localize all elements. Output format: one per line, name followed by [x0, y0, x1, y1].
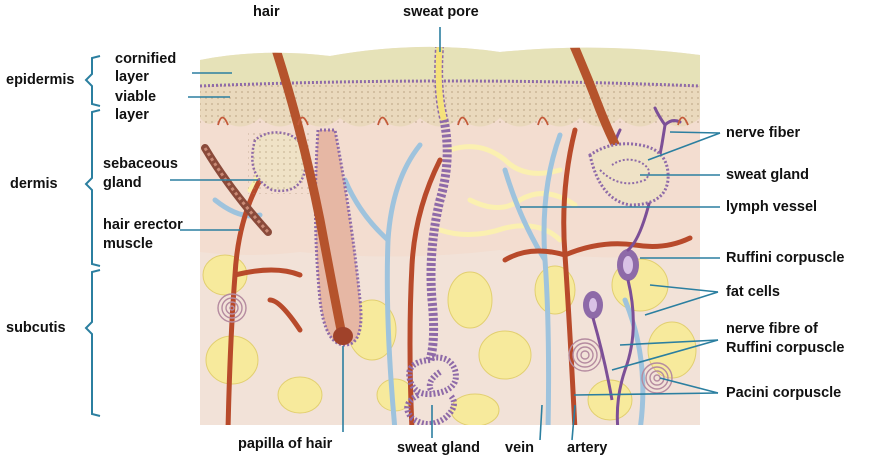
label-nerve-fibre-of-ruffini-line1: nerve fibre of [726, 321, 818, 338]
papilla-shape [333, 327, 353, 345]
label-hair-erector-muscle-line1: hair erector [103, 217, 183, 234]
label-papilla-of-hair: papilla of hair [238, 436, 332, 453]
label-nerve-fibre-of-ruffini-line2: Ruffini corpuscle [726, 340, 844, 357]
label-nerve-fiber: nerve fiber [726, 125, 800, 142]
label-dermis: dermis [10, 176, 58, 193]
label-vein: vein [505, 440, 534, 457]
label-hair-erector-muscle-line2: muscle [103, 236, 153, 253]
cornified-layer-region [200, 40, 700, 86]
label-viable-layer-line2: layer [115, 107, 149, 124]
label-cornified-layer-line2: layer [115, 69, 149, 86]
label-pacini-corpuscle: Pacini corpuscle [726, 385, 841, 402]
label-sweat-gland-bottom: sweat gland [397, 440, 480, 457]
label-lymph-vessel: lymph vessel [726, 199, 817, 216]
label-artery: artery [567, 440, 607, 457]
label-hair: hair [253, 4, 280, 21]
viable-layer-dots [200, 80, 700, 125]
label-sebaceous-gland-line2: gland [103, 175, 142, 192]
layer-brackets [86, 56, 100, 416]
label-epidermis: epidermis [6, 72, 75, 89]
label-fat-cells: fat cells [726, 284, 780, 301]
label-sweat-gland-right: sweat gland [726, 167, 809, 184]
label-ruffini-corpuscle: Ruffini corpuscle [726, 250, 844, 267]
label-subcutis: subcutis [6, 320, 66, 337]
label-sebaceous-gland-line1: sebaceous [103, 156, 178, 173]
label-sweat-pore: sweat pore [403, 4, 479, 21]
skin-block [200, 25, 700, 430]
label-cornified-layer-line1: cornified [115, 51, 176, 68]
label-viable-layer-line1: viable [115, 89, 156, 106]
